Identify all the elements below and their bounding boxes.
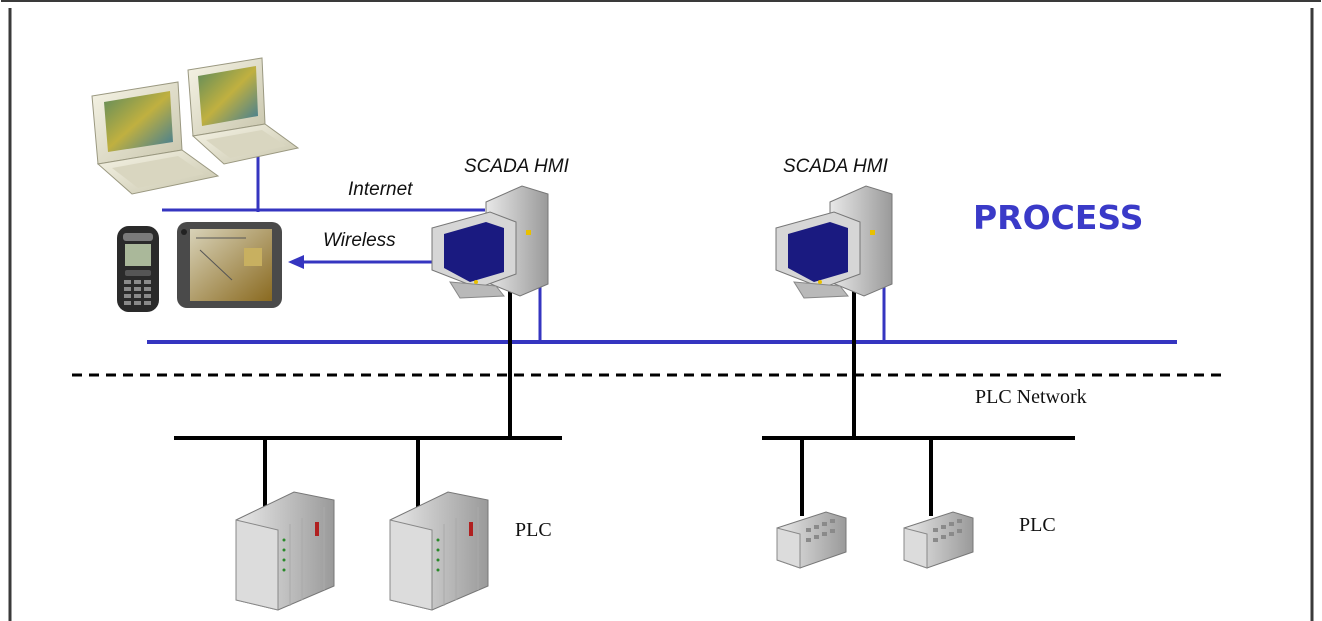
scada-hmi-label-right: SCADA HMI <box>783 156 889 177</box>
plc-module-icon <box>903 511 974 569</box>
plc-module-icon <box>776 511 847 569</box>
plc-rack-icon <box>389 491 489 611</box>
scada-workstation-icon <box>431 185 549 299</box>
wireless-label: Wireless <box>323 230 396 251</box>
laptop-icon <box>91 81 220 195</box>
plc-network-label: PLC Network <box>975 386 1087 408</box>
process-label: PROCESS <box>973 198 1143 237</box>
scada-workstation-icon <box>775 185 893 299</box>
laptop-icon <box>187 57 300 165</box>
plc-label-right: PLC <box>1019 514 1056 536</box>
internet-label: Internet <box>348 179 413 200</box>
wireless-arrowhead <box>288 255 304 269</box>
plc-label-left: PLC <box>515 519 552 541</box>
scada-hmi-label-left: SCADA HMI <box>464 156 570 177</box>
tablet-icon <box>177 222 282 308</box>
mobile-phone-icon <box>117 226 159 312</box>
plc-rack-icon <box>235 491 335 611</box>
